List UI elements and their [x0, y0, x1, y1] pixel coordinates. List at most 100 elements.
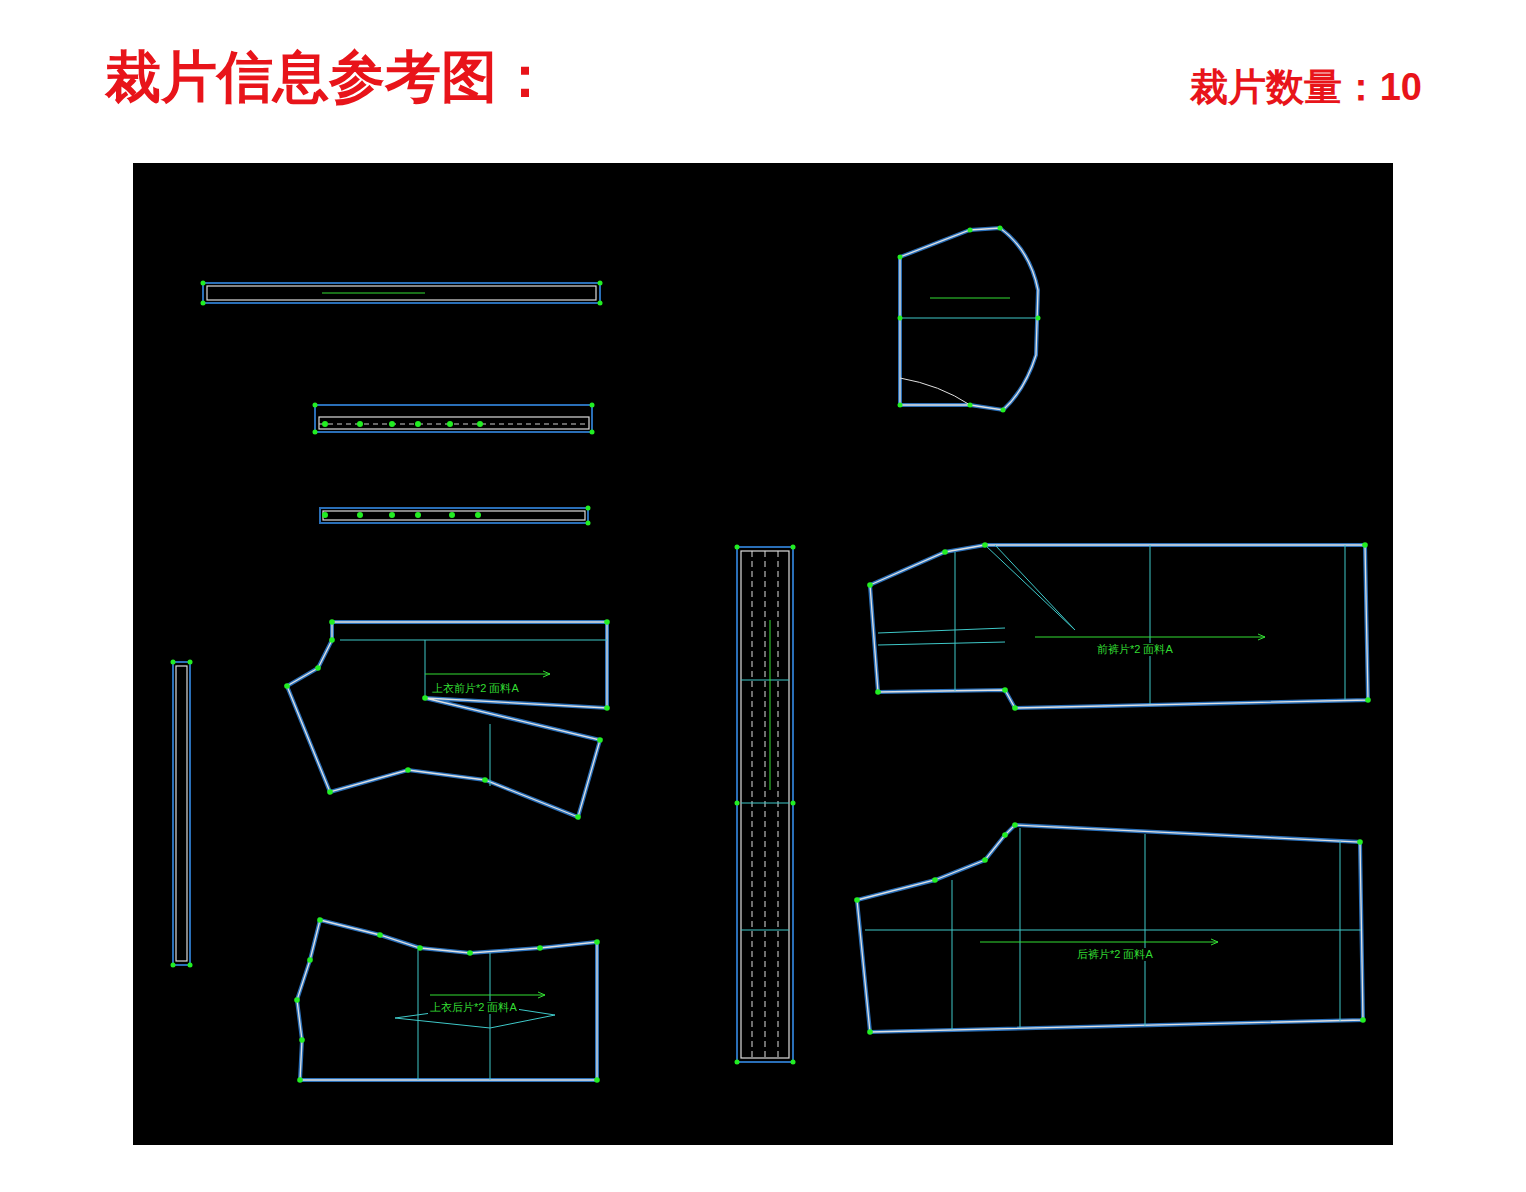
piece-label: 后裤片*2 面料A — [1075, 948, 1155, 961]
piece-outline — [862, 537, 1376, 716]
waistband-strip — [322, 293, 425, 294]
vertex-point — [329, 637, 335, 643]
reference-line — [878, 642, 1005, 645]
front-bodice-piece: 上衣前片*2 面料A — [279, 614, 615, 825]
piece-outline — [849, 817, 1371, 1040]
sleeve-piece — [898, 316, 903, 321]
reference-line — [985, 545, 1075, 630]
sleeve-piece — [930, 298, 1010, 299]
reference-line — [1150, 545, 1151, 704]
vertex-point — [284, 683, 290, 689]
vertex-point — [537, 945, 543, 951]
vertex-point — [575, 814, 581, 820]
placket-strip — [590, 430, 595, 435]
piece-label: 前裤片*2 面料A — [1095, 643, 1175, 656]
placket-strip — [319, 417, 589, 429]
loop-strip — [173, 662, 190, 965]
grain-arrowhead — [538, 992, 545, 998]
grain-arrowhead — [543, 671, 550, 677]
vertex-point — [297, 1077, 303, 1083]
reference-line — [395, 1018, 490, 1028]
fly-strip — [735, 801, 740, 806]
placket-strip — [313, 403, 595, 435]
waistband-strip — [598, 301, 603, 306]
sleeve-piece — [898, 403, 903, 408]
grain-line — [425, 674, 550, 675]
reference-line — [490, 1015, 555, 1028]
loop-strip — [171, 660, 176, 665]
vertex-point — [467, 950, 473, 956]
sleeve-piece — [898, 226, 1041, 413]
vertex-point — [294, 997, 300, 1003]
placket-strip — [320, 508, 588, 523]
placket-strip — [322, 512, 328, 518]
vertex-point — [1012, 705, 1018, 711]
placket-strip — [415, 421, 421, 427]
back-bodice-piece: 上衣后片*2 面料A — [289, 912, 605, 1088]
sleeve-piece — [1001, 408, 1006, 413]
waistband-strip — [203, 283, 600, 303]
reference-line — [878, 628, 1005, 633]
vertex-point — [405, 767, 411, 773]
placket-strip — [477, 421, 483, 427]
vertex-point — [1365, 697, 1371, 703]
vertex-point — [594, 939, 600, 945]
placket-strip — [315, 405, 592, 432]
reference-line — [995, 545, 1075, 630]
net-line — [297, 920, 597, 1080]
placket-strip — [449, 512, 455, 518]
vertex-point — [317, 917, 323, 923]
fly-strip — [765, 551, 766, 1058]
sleeve-piece — [898, 226, 1041, 413]
reference-line — [425, 640, 426, 700]
fly-strip — [741, 680, 789, 681]
page-title: 裁片信息参考图： — [105, 40, 553, 116]
fly-strip — [791, 1060, 796, 1065]
net-line — [870, 545, 1368, 708]
placket-strip — [322, 506, 591, 526]
vertex-point — [377, 932, 383, 938]
sleeve-piece — [1036, 316, 1041, 321]
vertex-point — [867, 582, 873, 588]
vertex-point — [594, 1077, 600, 1083]
vertex-point — [1362, 542, 1368, 548]
fly-strip — [752, 551, 753, 1058]
sleeve-piece — [900, 378, 970, 405]
fly-strip — [791, 801, 796, 806]
reference-line — [340, 640, 607, 641]
seam-allowance-line — [857, 825, 1363, 1032]
sleeve-piece — [898, 255, 903, 260]
loop-strip — [171, 660, 193, 968]
sleeve-piece — [900, 318, 1038, 319]
placket-strip — [357, 512, 363, 518]
loop-strip — [171, 963, 176, 968]
loop-strip — [188, 963, 193, 968]
placket-strip — [357, 421, 363, 427]
front-pant-piece: 前裤片*2 面料A — [862, 537, 1376, 716]
vertex-point — [932, 877, 938, 883]
placket-strip — [389, 421, 395, 427]
fly-strip — [735, 545, 740, 550]
fly-strip — [741, 930, 789, 931]
placket-strip — [323, 511, 585, 520]
net-line — [857, 825, 1363, 1032]
vertex-point — [854, 897, 860, 903]
vertex-point — [1012, 822, 1018, 828]
vertex-point — [315, 665, 321, 671]
vertex-point — [307, 957, 313, 963]
loop-strip — [188, 660, 193, 665]
reference-line — [952, 880, 953, 1030]
fly-strip — [735, 1060, 740, 1065]
vertex-point — [875, 689, 881, 695]
grain-line — [980, 942, 1218, 943]
vertex-point — [299, 1037, 305, 1043]
loop-strip — [176, 666, 187, 961]
fly-strip — [778, 551, 779, 1058]
sleeve-piece — [998, 226, 1003, 231]
piece-outline — [279, 614, 615, 825]
reference-line — [490, 953, 491, 1080]
placket-strip — [586, 506, 591, 511]
vertex-point — [417, 945, 423, 951]
reference-line — [490, 724, 491, 786]
